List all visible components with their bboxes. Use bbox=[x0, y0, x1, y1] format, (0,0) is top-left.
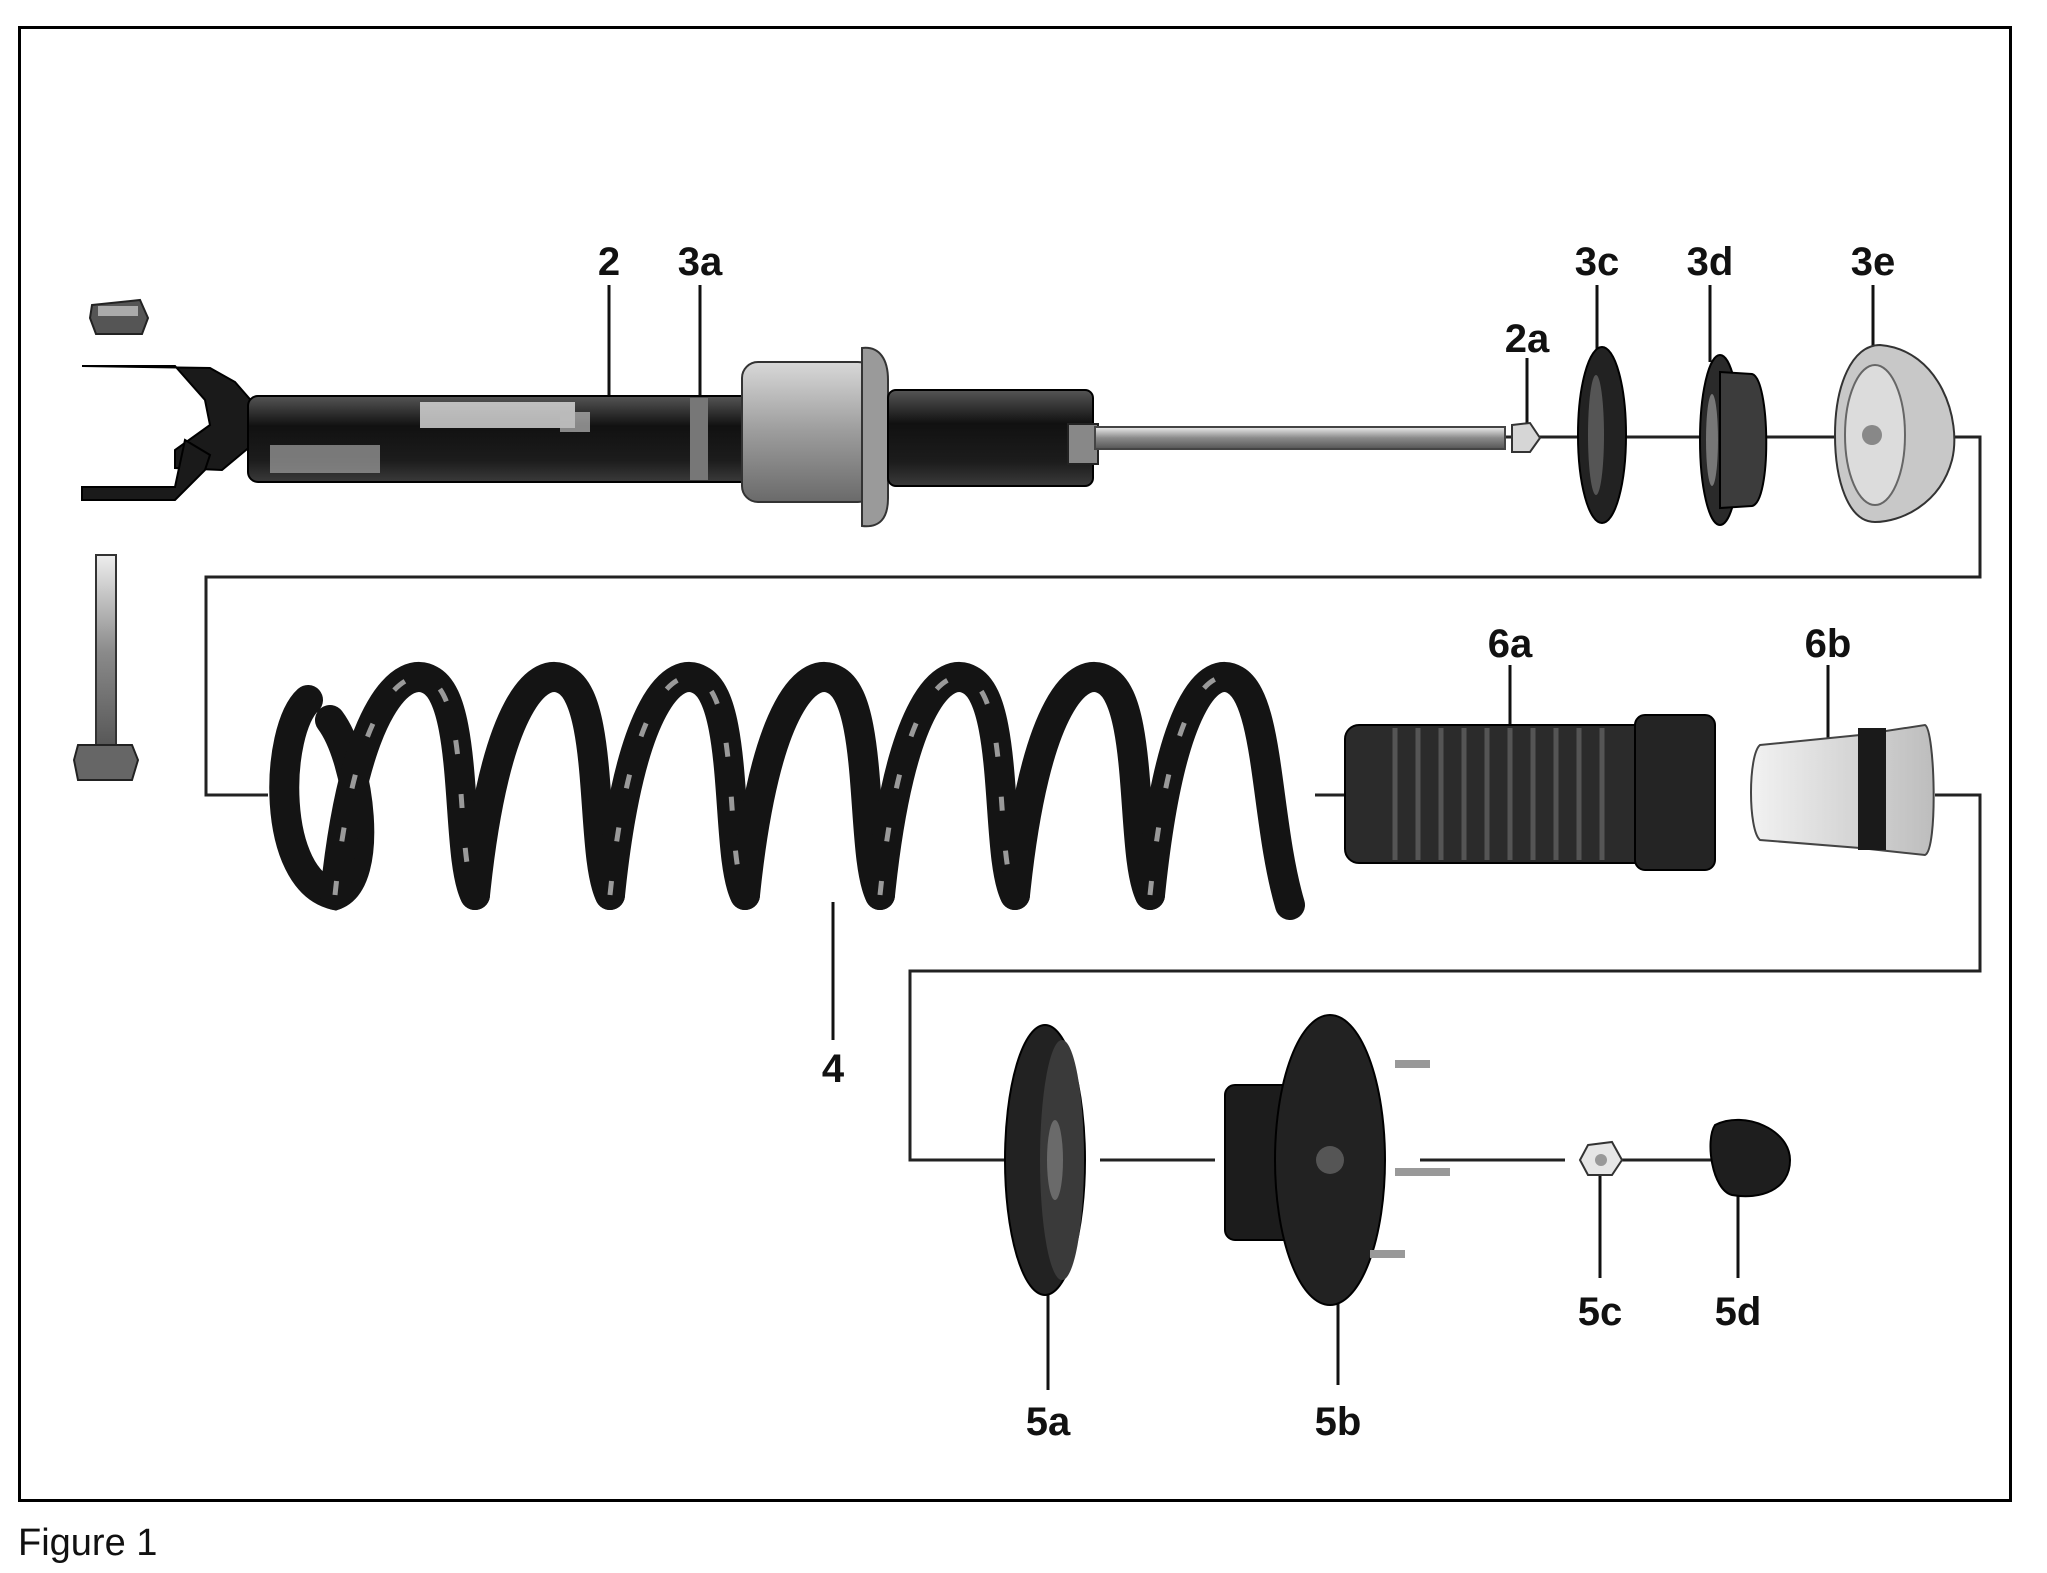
callout-5d: 5d bbox=[1715, 1290, 1762, 1334]
spring-highlights bbox=[332, 674, 1237, 897]
callout-3c: 3c bbox=[1575, 240, 1620, 284]
callout-4: 4 bbox=[822, 1047, 845, 1091]
figure-caption: Figure 1 bbox=[18, 1522, 158, 1564]
callout-2a: 2a bbox=[1505, 317, 1550, 361]
callout-labels: 2 3a 2a 3c 3d 3e 6a 6b 4 5a 5b 5c 5d bbox=[598, 240, 1895, 1444]
part-6a-dust-boot bbox=[1344, 714, 1716, 871]
callout-5b: 5b bbox=[1315, 1400, 1362, 1444]
callout-6b: 6b bbox=[1805, 622, 1852, 666]
callout-3d: 3d bbox=[1687, 240, 1734, 284]
part-2a-nut bbox=[1511, 421, 1542, 453]
callout-3e: 3e bbox=[1851, 240, 1896, 284]
part-3c-washer bbox=[1577, 346, 1627, 524]
callout-3a: 3a bbox=[678, 240, 723, 284]
part-3e-cap bbox=[1833, 343, 1956, 524]
part-2-shock-absorber bbox=[81, 346, 1506, 528]
callout-6a: 6a bbox=[1488, 622, 1533, 666]
callout-2: 2 bbox=[598, 240, 620, 284]
callout-5a: 5a bbox=[1026, 1400, 1071, 1444]
part-3d-bushing bbox=[1699, 354, 1768, 526]
part-5a-washer bbox=[1004, 1024, 1086, 1296]
callout-leader-lines bbox=[607, 285, 1875, 1390]
part-5c-nut bbox=[1578, 1140, 1624, 1176]
part-5b-top-mount bbox=[1224, 1014, 1450, 1306]
part-4-coil-spring bbox=[269, 661, 1305, 920]
part-bolt bbox=[72, 554, 140, 781]
part-5d-cap bbox=[1709, 1119, 1792, 1198]
callout-5c: 5c bbox=[1578, 1290, 1623, 1334]
part-nut bbox=[88, 298, 150, 335]
part-6b-bump-stop bbox=[1750, 723, 1935, 857]
